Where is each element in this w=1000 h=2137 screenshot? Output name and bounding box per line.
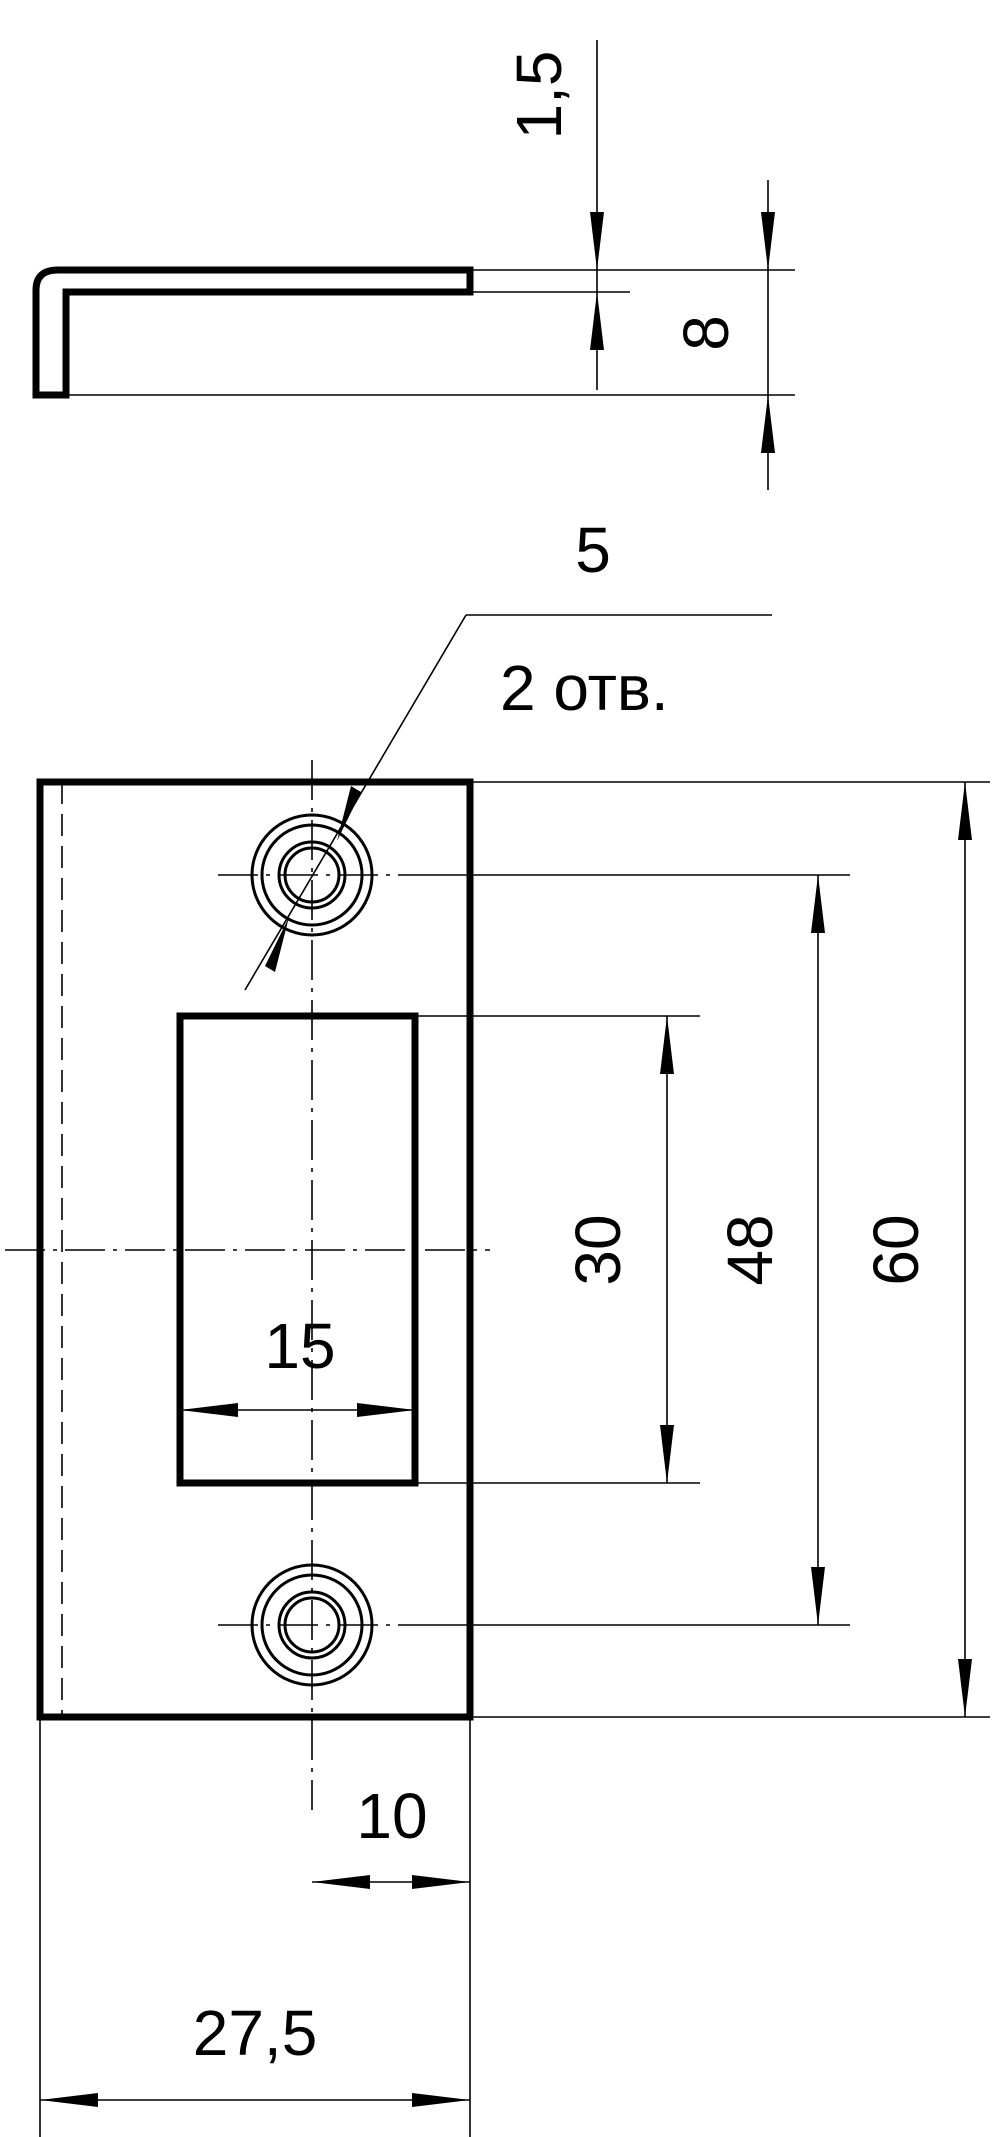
overall-height-arrow-top: [958, 782, 972, 840]
horizontal-dimensions: 15 10 27,5: [39, 1310, 471, 2137]
side-view: 1,5 8: [32, 40, 795, 490]
hole-offset-arrow-right: [412, 1875, 470, 1889]
hole-offset-label: 10: [356, 1780, 427, 1852]
side-view-profile: [32, 266, 474, 399]
hole-count-label: 2 отв.: [500, 652, 669, 724]
vertical-dimensions: 30 48 60: [400, 781, 990, 1718]
top-hole-bore: [277, 840, 347, 910]
hole-spacing-arrow-bottom: [811, 1567, 825, 1625]
hole-callout: 5 2 отв.: [244, 514, 772, 991]
slot-height-arrow-top: [660, 1016, 674, 1074]
flange-height-label: 8: [670, 315, 742, 351]
bottom-hole: [250, 1563, 374, 1687]
overall-width-arrow-right: [412, 2093, 470, 2107]
slot-height-arrow-bottom: [660, 1425, 674, 1483]
bottom-hole-outer: [250, 1563, 374, 1687]
top-hole-inner-ring: [260, 823, 364, 927]
overall-width-label: 27,5: [193, 1997, 318, 2069]
thickness-arrow-top: [590, 212, 604, 270]
hole-diameter-label: 5: [575, 514, 611, 586]
bottom-hole-inner-ring: [260, 1573, 364, 1677]
callout-arrow-upper: [337, 786, 361, 841]
top-hole-bore-inner: [283, 846, 341, 904]
callout-arrow-lower: [265, 917, 289, 972]
slot-width-arrow-left: [180, 1403, 238, 1417]
top-hole-outer: [250, 813, 374, 937]
slot-width-label: 15: [264, 1310, 335, 1382]
slot-width-arrow-right: [357, 1403, 415, 1417]
overall-height-label: 60: [860, 1214, 932, 1285]
bottom-hole-bore-inner: [283, 1596, 341, 1654]
hole-spacing-label: 48: [714, 1214, 786, 1285]
slot-height-label: 30: [562, 1214, 634, 1285]
front-view: [5, 760, 490, 1810]
overall-width-arrow-left: [40, 2093, 98, 2107]
flange-arrow-top: [761, 212, 775, 270]
bottom-hole-bore: [277, 1590, 347, 1660]
thickness-label: 1,5: [503, 51, 575, 140]
strike-slot: [176, 1012, 419, 1487]
thickness-arrow-bottom: [590, 292, 604, 350]
hole-offset-arrow-left: [312, 1875, 370, 1889]
hole-spacing-arrow-top: [811, 875, 825, 933]
flange-arrow-bottom: [761, 395, 775, 453]
top-hole: [250, 813, 374, 937]
overall-height-arrow-bottom: [958, 1659, 972, 1717]
